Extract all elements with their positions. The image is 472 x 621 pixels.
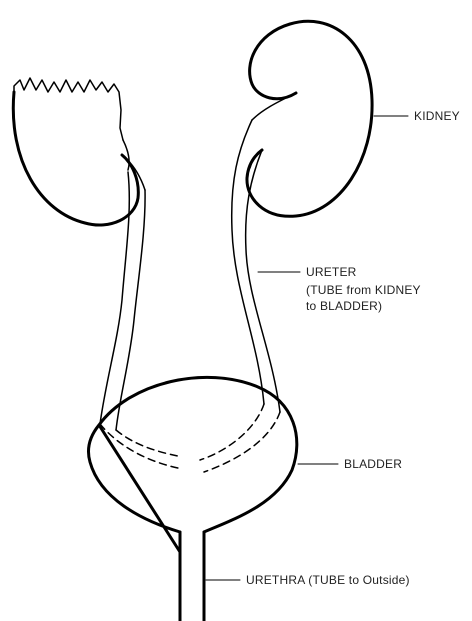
bladder-outline (88, 377, 296, 552)
right-ureter (232, 120, 280, 412)
urethra-label: URETHRA (TUBE to Outside) (246, 572, 410, 588)
kidney-label: KIDNEY (414, 108, 460, 124)
left-kidney-outline (13, 92, 138, 225)
ureter-description-line-1: (TUBE from KIDNEY (306, 282, 421, 298)
urethra (180, 532, 204, 621)
right-ureter-inside-bladder (200, 404, 280, 472)
left-ureter (100, 172, 145, 430)
right-kidney-outline (247, 21, 372, 216)
bladder-label: BLADDER (344, 456, 402, 472)
ureter-description-line-2: to BLADDER) (306, 298, 382, 314)
ureter-label: URETER (306, 264, 357, 280)
left-kidney-hilum (122, 140, 145, 190)
left-kidney-cut-edge (14, 78, 123, 140)
